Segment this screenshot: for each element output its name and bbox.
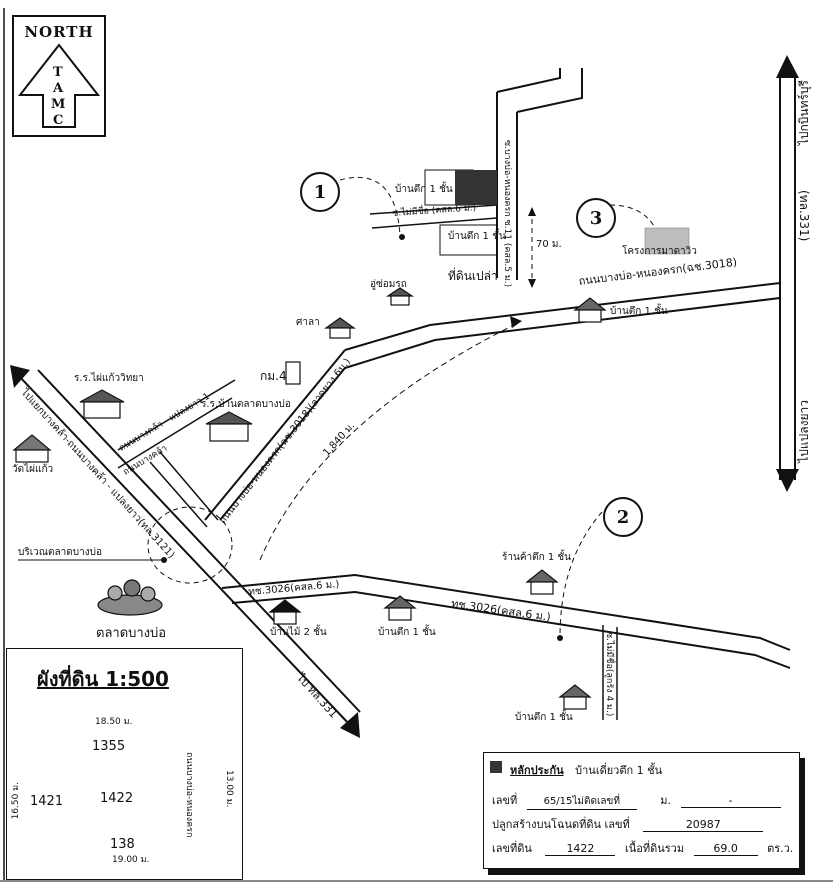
highway-3121 bbox=[17, 369, 361, 726]
plan-left-dim: 16.50 ม. bbox=[11, 782, 21, 820]
km-marker-icon bbox=[285, 361, 301, 385]
place-house-top-1: บ้านตึก 1 ชั้น bbox=[395, 184, 453, 195]
title-deed-value: 20987 bbox=[643, 818, 764, 832]
arrow-down-icon bbox=[776, 469, 799, 492]
plan-parcel-bottom: 138 bbox=[110, 837, 135, 852]
place-km4: กม.4 bbox=[260, 369, 287, 383]
place-project: โครงการมาดาวิว bbox=[622, 246, 697, 257]
marker-3: 3 bbox=[576, 198, 616, 238]
main-road-3018 bbox=[344, 282, 781, 369]
project-block bbox=[644, 227, 690, 255]
parcel-value: 1422 bbox=[545, 842, 616, 856]
main-road-3018-diag bbox=[204, 349, 346, 521]
road-label-to-plaengyao: ไปแปลงยาว bbox=[797, 400, 811, 463]
soi-11 bbox=[496, 68, 583, 280]
north-title: NORTH bbox=[24, 23, 94, 41]
route-arrow-icon bbox=[510, 316, 522, 328]
road-label-soi-11: ซ.บางบ่อ-หนองครก ซ.11 (คสล.5 ม.) bbox=[502, 140, 512, 288]
market-basket-icon bbox=[97, 579, 163, 616]
plan-bottom-dim: 19.00 ม. bbox=[112, 855, 150, 865]
north-arrow-icon bbox=[17, 43, 101, 128]
legend-swatch bbox=[490, 761, 502, 773]
wood-house-icon bbox=[268, 599, 302, 625]
north-letter: T bbox=[53, 65, 63, 80]
place-repair-shop: อู่ซ่อมรถ bbox=[370, 279, 407, 290]
collateral-label: หลักประกัน bbox=[510, 764, 564, 777]
bangkla-road bbox=[117, 379, 236, 528]
road-label-to-kabin: ไปกบินทร์บุรี bbox=[797, 80, 811, 146]
arrow-downright-icon bbox=[340, 712, 360, 738]
area-value: 69.0 bbox=[693, 842, 758, 856]
place-empty-land: ที่ดินเปล่า bbox=[448, 269, 498, 283]
house-parcel-outline bbox=[439, 224, 498, 256]
moo-label: ม. bbox=[660, 794, 672, 807]
area-label: เนื้อที่ดินรวม bbox=[624, 842, 685, 855]
place-house-mid: บ้านตึก 1 ชั้น bbox=[378, 627, 436, 638]
road-label-soi-right-bottom: ซ.ไม่มีชื่อ(ลูกรัง 4 ม.) bbox=[604, 632, 614, 717]
marker-2-point bbox=[557, 635, 563, 641]
soi-right-bottom bbox=[602, 625, 618, 720]
plan-parcel-left: 1421 bbox=[30, 794, 64, 809]
marker-2: 2 bbox=[603, 497, 643, 537]
plan-right-dim: 13.00 ม. bbox=[224, 770, 234, 808]
house-bottom-right-icon bbox=[558, 684, 592, 710]
target-parcel bbox=[455, 170, 497, 205]
plan-right-road: ถนนบางบ่อ-หนองครก bbox=[184, 752, 194, 838]
place-temple: วัดไผ่แก้ว bbox=[12, 464, 54, 475]
house-no-value: 65/15ไม่ติดเลขที่ bbox=[526, 794, 637, 810]
road-label-331: (ทล.331) bbox=[797, 190, 811, 242]
marker-1: 1 bbox=[300, 172, 340, 212]
arrow-small-up-icon bbox=[528, 207, 536, 216]
highway-331-right bbox=[779, 75, 796, 480]
land-plan-box: ผังที่ดิน 1:500 bbox=[6, 648, 243, 880]
market-zone-circle bbox=[147, 506, 233, 584]
north-letter: A bbox=[53, 81, 64, 96]
arrow-small-down-icon bbox=[528, 279, 536, 288]
collateral-value: บ้านเดี่ยวตึก 1 ชั้น bbox=[575, 764, 663, 777]
plan-title: ผังที่ดิน 1:500 bbox=[37, 667, 169, 691]
place-school-1: ร.ร.ไผ่แก้ววิทยา bbox=[74, 373, 144, 384]
marker-2-leader bbox=[559, 511, 603, 638]
place-market: ตลาดบางบ่อ bbox=[96, 626, 167, 641]
marker-1-point bbox=[399, 234, 405, 240]
collateral-info-box: หลักประกัน บ้านเดี่ยวตึก 1 ชั้น เลขที่ 6… bbox=[483, 752, 800, 869]
route-1840 bbox=[259, 321, 521, 561]
area-unit: ตร.ว. bbox=[767, 842, 794, 855]
place-house-top-2: บ้านตึก 1 ชั้น bbox=[448, 231, 506, 242]
school-1-icon bbox=[79, 389, 125, 419]
temple-icon bbox=[12, 434, 52, 463]
place-shop: ร้านค้าตึก 1 ชั้น bbox=[502, 552, 572, 563]
north-letter: M bbox=[51, 97, 66, 112]
place-house-right: บ้านตึก 1 ชั้น bbox=[610, 306, 668, 317]
market-point bbox=[161, 557, 167, 563]
house-mid-icon bbox=[383, 595, 417, 621]
moo-value: - bbox=[680, 794, 781, 808]
house-no-label: เลขที่ bbox=[492, 794, 518, 807]
arrow-upleft-icon bbox=[10, 365, 30, 388]
sala-icon bbox=[324, 317, 356, 339]
place-school-2: ร.ร.บ้านตลาดบางบ่อ bbox=[201, 399, 291, 410]
place-house-bottom-right: บ้านตึก 1 ชั้น bbox=[515, 712, 573, 723]
north-letter: C bbox=[53, 113, 64, 128]
road-3026 bbox=[221, 573, 791, 669]
soi-mai-cheu bbox=[369, 204, 498, 229]
plan-top-dim: 18.50 ม. bbox=[95, 717, 133, 727]
marker-1-leader bbox=[339, 176, 401, 236]
title-deed-label: ปลูกสร้างบนโฉนดที่ดิน เลขที่ bbox=[492, 818, 630, 831]
plan-parcel-center: 1422 bbox=[100, 791, 134, 806]
place-market-area: บริเวณตลาดบางบ่อ bbox=[18, 547, 102, 558]
parcel-label: เลขที่ดิน bbox=[492, 842, 532, 855]
distance-70-label: 70 ม. bbox=[536, 239, 562, 250]
north-arrow-box: NORTH T A M C bbox=[12, 15, 106, 137]
repair-shop-icon bbox=[386, 287, 414, 306]
house-icon bbox=[573, 297, 607, 323]
place-wood-house: บ้านไม้ 2 ชั้น bbox=[270, 627, 327, 638]
arrow-up-icon bbox=[776, 55, 799, 78]
shop-icon bbox=[525, 569, 559, 595]
school-2-icon bbox=[205, 411, 253, 442]
place-sala: ศาลา bbox=[296, 317, 320, 328]
plan-parcel-top: 1355 bbox=[92, 739, 126, 754]
